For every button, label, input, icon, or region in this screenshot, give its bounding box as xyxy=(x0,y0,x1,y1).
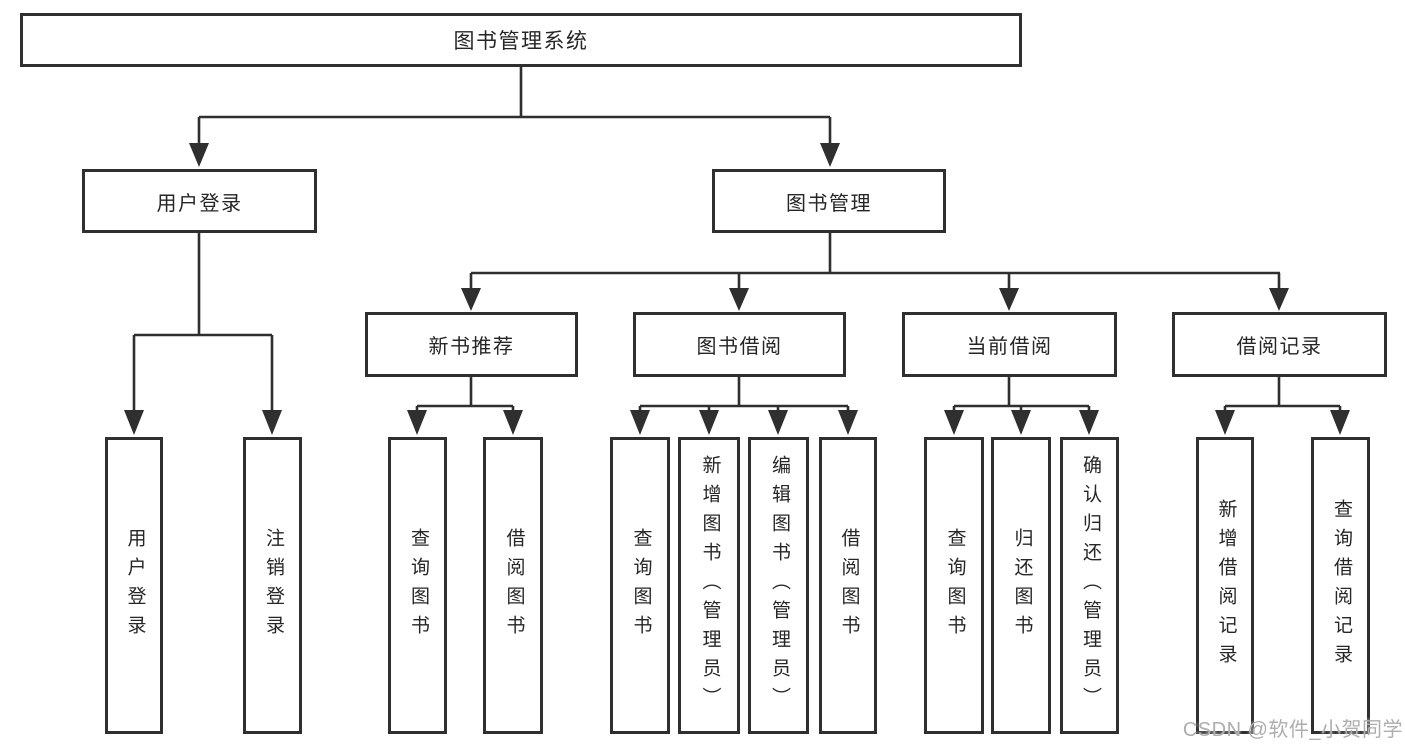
node-label: 借阅记录 xyxy=(1236,336,1323,358)
node-label: 图书借阅 xyxy=(696,336,783,358)
leaf-add-book-admin: 新增图书（管理员） xyxy=(678,437,740,734)
node-label: 归还图书 xyxy=(1011,527,1033,644)
leaf-return-book: 归还图书 xyxy=(991,437,1051,734)
node-label: 借阅图书 xyxy=(503,527,525,644)
leaf-logout: 注销登录 xyxy=(243,437,302,734)
node-label: 新增借阅记录 xyxy=(1215,498,1237,673)
leaf-query-books-current: 查询图书 xyxy=(924,437,984,734)
node-current-borrow: 当前借阅 xyxy=(902,312,1117,377)
node-label: 新书推荐 xyxy=(428,336,515,358)
node-label: 注销登录 xyxy=(262,527,284,644)
node-user-login: 用户登录 xyxy=(82,169,317,233)
node-label: 查询图书 xyxy=(407,527,429,644)
arrowhead-icons xyxy=(124,143,1350,435)
node-borrow-records: 借阅记录 xyxy=(1172,312,1387,377)
node-label: 查询图书 xyxy=(630,527,652,644)
node-book-borrow: 图书借阅 xyxy=(633,312,846,377)
edge-lines xyxy=(132,67,1342,412)
leaf-query-books-borrow: 查询图书 xyxy=(610,437,670,734)
leaf-confirm-return-admin: 确认归还（管理员） xyxy=(1060,437,1119,734)
leaf-borrow-books: 借阅图书 xyxy=(819,437,877,734)
leaf-edit-book-admin: 编辑图书（管理员） xyxy=(748,437,809,734)
node-label: 借阅图书 xyxy=(838,527,860,644)
node-label: 查询图书 xyxy=(944,527,966,644)
node-root: 图书管理系统 xyxy=(20,13,1022,67)
leaf-query-borrow-record: 查询借阅记录 xyxy=(1311,437,1370,734)
node-label: 编辑图书（管理员） xyxy=(768,455,790,716)
leaf-add-borrow-record: 新增借阅记录 xyxy=(1196,437,1254,734)
node-label: 确认归还（管理员） xyxy=(1079,455,1101,716)
node-label: 用户登录 xyxy=(124,527,146,644)
node-label: 图书管理 xyxy=(786,192,872,215)
leaf-user-login: 用户登录 xyxy=(105,437,163,734)
node-label: 当前借阅 xyxy=(966,336,1053,358)
node-label: 图书管理系统 xyxy=(453,30,589,53)
csdn-watermark: CSDN @软件_小贺同学 xyxy=(1182,719,1403,741)
leaf-borrow-books-recommend: 借阅图书 xyxy=(483,437,543,734)
leaf-query-books-recommend: 查询图书 xyxy=(388,437,447,734)
node-label: 用户登录 xyxy=(156,192,243,215)
node-new-book-recommend: 新书推荐 xyxy=(365,312,578,377)
node-label: 查询借阅记录 xyxy=(1330,498,1352,673)
node-label: 新增图书（管理员） xyxy=(699,455,721,716)
node-book-management: 图书管理 xyxy=(712,169,946,233)
